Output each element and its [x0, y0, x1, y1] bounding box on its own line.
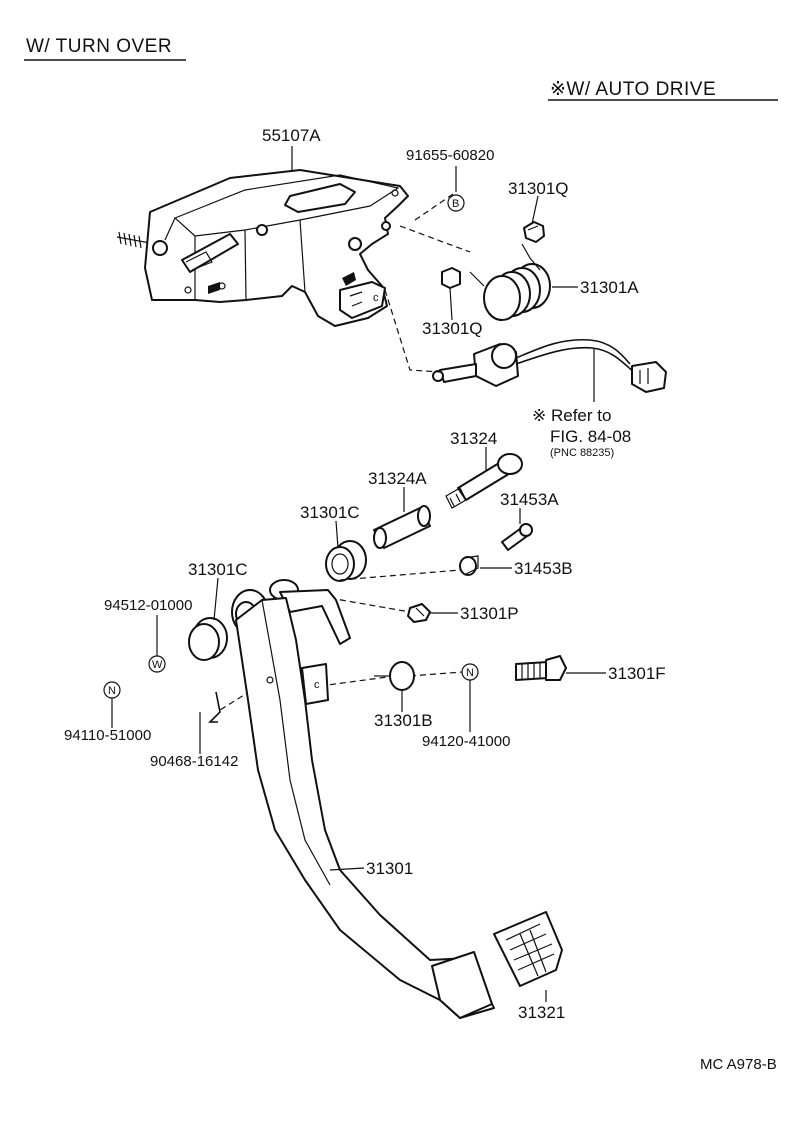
refer-note-line2: FIG. 84-08: [550, 427, 631, 446]
bushing-31301q-top: [523, 221, 545, 243]
refer-note-line3: (PNC 88235): [550, 447, 614, 459]
pin-31453a: [501, 523, 533, 551]
label-94110-51000: 94110-51000: [64, 727, 151, 744]
clip-pin-90468: [208, 691, 221, 723]
bracket-55107a: c: [116, 169, 409, 327]
label-31301c-lower: 31301C: [188, 560, 248, 579]
label-31301b: 31301B: [374, 711, 433, 730]
svg-text:c: c: [314, 679, 320, 691]
label-31453a: 31453A: [500, 490, 559, 509]
bushing-31301q-bottom: [441, 267, 461, 289]
label-31301p: 31301P: [460, 604, 519, 623]
figure-code: MC A978-B: [700, 1056, 777, 1073]
label-94512-01000: 94512-01000: [104, 597, 192, 614]
collar-31324a: [373, 505, 431, 549]
stopper-31301b: [374, 661, 415, 691]
svg-text:N: N: [466, 667, 474, 679]
svg-text:W: W: [152, 659, 163, 671]
bushing-31453b: [459, 555, 479, 576]
header-auto-drive: ※W/ AUTO DRIVE: [550, 79, 716, 100]
label-31301q-top: 31301Q: [508, 179, 569, 198]
svg-text:c: c: [373, 292, 379, 304]
clip-31301p: [407, 603, 431, 623]
label-31324: 31324: [450, 429, 497, 448]
marker-n-right: N: [461, 663, 479, 681]
pedal-pad-31321: [493, 911, 563, 987]
marker-n-left: N: [103, 681, 121, 699]
label-31453b: 31453B: [514, 559, 573, 578]
label-31301c-upper: 31301C: [300, 503, 360, 522]
label-31301f: 31301F: [608, 664, 666, 683]
label-31301a: 31301A: [580, 278, 639, 297]
header-turn-over: W/ TURN OVER: [26, 36, 172, 57]
svg-text:B: B: [452, 198, 459, 210]
bushing-31301c-lower: [188, 617, 228, 661]
bushing-31301c-upper: [325, 540, 367, 582]
refer-note-line1: ※ Refer to: [532, 406, 611, 425]
bolt-31301f: [515, 655, 567, 681]
marker-b: B: [447, 194, 465, 212]
label-31301: 31301: [366, 859, 413, 878]
svg-text:N: N: [108, 685, 116, 697]
marker-w: W: [148, 655, 166, 673]
actuator-auto-drive: [432, 338, 667, 393]
spring-31301a: [469, 243, 551, 321]
label-90468-16142: 90468-16142: [150, 753, 238, 770]
label-55107a: 55107A: [262, 126, 321, 145]
pedal-arm-31301: c: [231, 579, 495, 1019]
label-91655-60820: 91655-60820: [406, 147, 494, 164]
label-31301q-bottom: 31301Q: [422, 319, 483, 338]
label-31321: 31321: [518, 1003, 565, 1022]
bolt-31324: [445, 453, 523, 509]
label-94120-41000: 94120-41000: [422, 733, 510, 750]
label-31324a: 31324A: [368, 469, 427, 488]
